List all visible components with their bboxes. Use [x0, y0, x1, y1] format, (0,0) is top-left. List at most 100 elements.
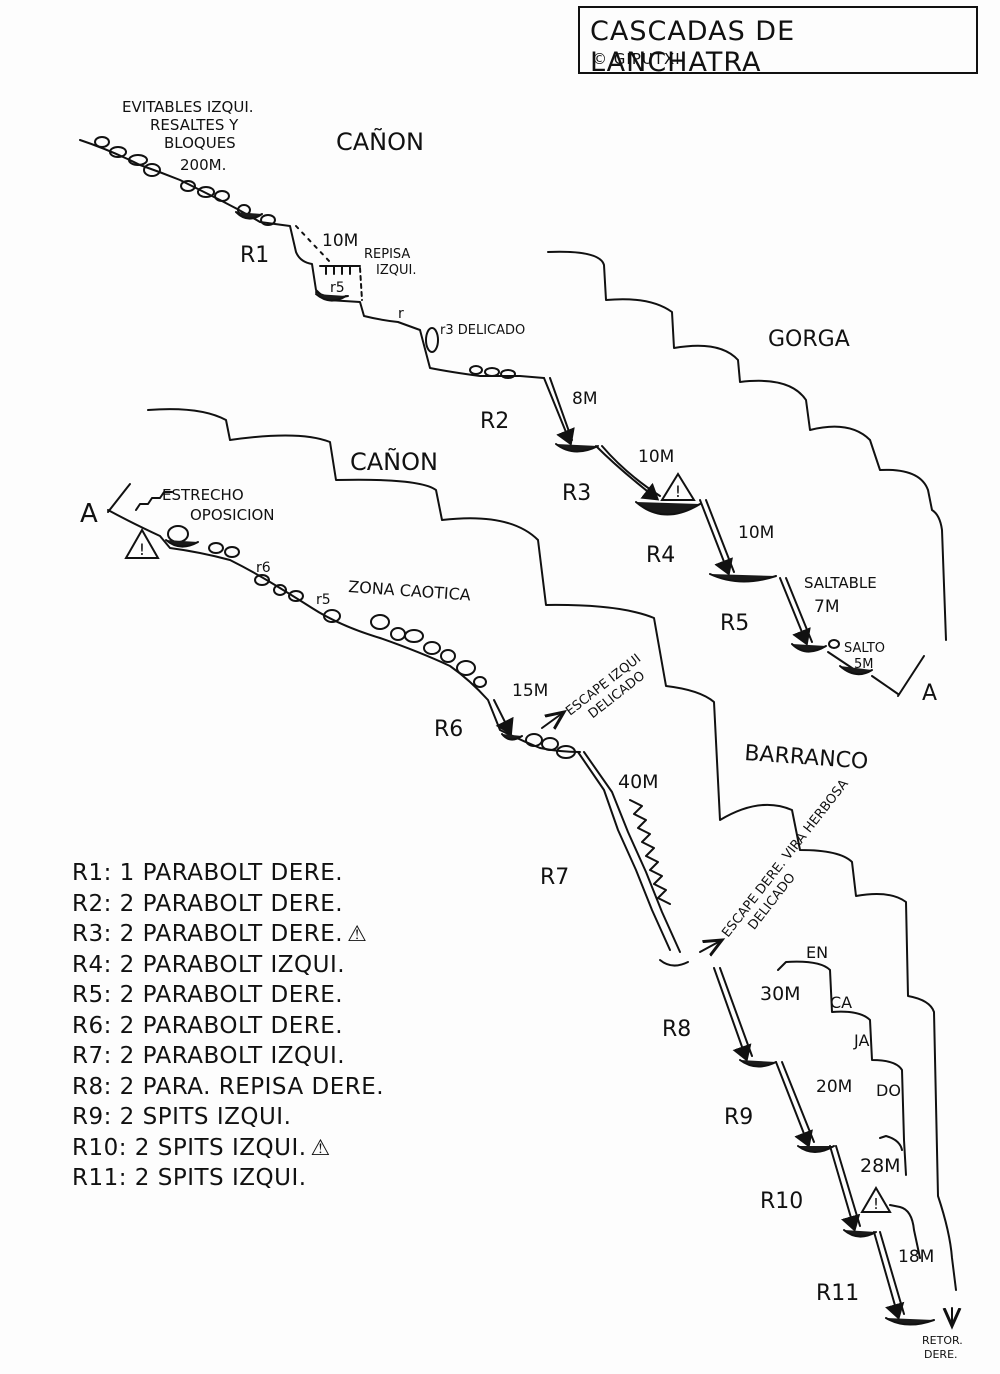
note-r5: r5	[330, 280, 345, 296]
drop-label-6: 5M	[854, 657, 874, 672]
pool-r5small	[315, 293, 347, 302]
svg-text:!: !	[675, 482, 681, 501]
repisa-ledge	[319, 265, 361, 275]
warning-icon-r3: !	[660, 472, 696, 501]
barranco-ledge	[777, 960, 907, 1176]
estrecho-stairs	[135, 491, 173, 511]
label-canon-lower: CAÑON	[350, 446, 438, 476]
barranco-ledge-bottom	[889, 1204, 921, 1259]
label-canon-upper: CAÑON	[336, 126, 424, 156]
svg-text:EVITABLES IZQUI.: EVITABLES IZQUI.	[122, 98, 254, 116]
svg-text:OPOSICION: OPOSICION	[190, 506, 275, 524]
note-estrecho: ESTRECHO OPOSICION	[162, 486, 275, 524]
connector-a-right: A	[922, 681, 937, 706]
legend-row-r4: R4: 2 PARABOLT IZQUI.	[72, 951, 346, 978]
note-retor: RETOR. DERE.	[922, 1334, 963, 1361]
anchor-labels: R1 R2 R3 R4 R5 R6 R7 R8 R9 R10 R11	[240, 243, 859, 1306]
label-gorga: GORGA	[768, 327, 850, 352]
escape-dere-arrow	[699, 940, 722, 952]
drop-18m-arrow	[873, 1231, 905, 1320]
drop-8m-rope	[549, 377, 573, 441]
drop-label-4: 10M	[738, 523, 774, 543]
svg-text:JA: JA	[853, 1031, 869, 1050]
barranco-ledge-lower	[879, 1135, 903, 1151]
note-saltable: SALTABLE	[804, 574, 877, 592]
note-r: r	[398, 306, 404, 322]
anchor-r5: R5	[720, 611, 749, 636]
warning-icon-r10: !	[860, 1186, 892, 1213]
drop-r4-rope	[705, 499, 735, 573]
upper-bed	[79, 139, 545, 379]
svg-text:!: !	[139, 540, 145, 559]
label-barranco: BARRANCO	[744, 741, 869, 775]
note-r6: r6	[256, 560, 271, 576]
svg-text:RETOR.: RETOR.	[922, 1334, 963, 1347]
drop-label-2: 8M	[572, 389, 597, 409]
pool-r4	[709, 573, 777, 583]
pool-r10	[843, 1229, 877, 1238]
svg-text:EN: EN	[806, 943, 828, 962]
drop-40m-rope	[577, 751, 671, 951]
drop-label-8: 40M	[618, 771, 659, 793]
svg-text:200M.: 200M.	[180, 156, 226, 174]
pool-salto	[839, 665, 873, 676]
pool-estrecho	[165, 539, 199, 548]
svg-text:BLOQUES: BLOQUES	[164, 134, 236, 152]
connector-a-upper	[897, 655, 925, 697]
repisa-line	[359, 267, 363, 301]
pool-r1	[235, 211, 263, 220]
note-r3-delicado: r3 DELICADO	[440, 323, 525, 338]
drop-18m-rope	[879, 1231, 905, 1315]
legend-row-r7: R7: 2 PARABOLT IZQUI.	[72, 1043, 346, 1069]
anchor-r11: R11	[816, 1281, 859, 1306]
warning-icon: ⚠	[310, 1135, 331, 1161]
note-escape-izqui: ESCAPE IZQUI DELICADO	[563, 651, 648, 722]
svg-text:CA: CA	[830, 993, 852, 1012]
title-box: CASCADAS DE LANCHATRA © GIPUTXI	[578, 6, 978, 78]
note-zona-caotica: ZONA CAOTICA	[348, 577, 472, 605]
drop-label-12: 18M	[898, 1247, 934, 1267]
note-salto: SALTO	[844, 641, 885, 656]
warning-icon-estrecho: !	[124, 527, 160, 559]
drop-r5-rope	[785, 577, 813, 643]
drop-label-1: 10M	[322, 231, 358, 251]
anchor-r10: R10	[760, 1189, 803, 1214]
canon-wall	[147, 408, 957, 1291]
drop-30m-rope	[719, 967, 753, 1057]
drop-r4-arrow	[699, 499, 733, 576]
pool-r3	[635, 501, 701, 516]
drop-r3-rope	[601, 445, 661, 497]
svg-text:RESALTES Y: RESALTES Y	[150, 116, 239, 134]
note-encajado: EN CA JA DO	[806, 943, 901, 1100]
salto-boulder	[828, 639, 840, 649]
legend-row-r3: R3: 2 PARABOLT DERE.⚠	[72, 921, 368, 947]
drop-label-3: 10M	[638, 447, 674, 467]
drop-10m-line	[295, 225, 331, 263]
svg-text:!: !	[873, 1195, 879, 1213]
drop-r5-arrow	[779, 577, 811, 646]
drop-label-7: 15M	[512, 681, 548, 701]
pool-r8	[739, 1059, 777, 1068]
drop-label-11: 28M	[860, 1155, 901, 1177]
legend-row-r8: R8: 2 PARA. REPISA DERE.	[72, 1073, 385, 1100]
anchor-r6: R6	[434, 717, 463, 742]
escape-izqui-arrow	[541, 712, 564, 728]
legend-row-r1: R1: 1 PARABOLT DERE.	[72, 860, 344, 886]
drop-28m-arrow	[829, 1145, 861, 1232]
legend-row-r5: R5: 2 PARABOLT DERE.	[72, 982, 344, 1008]
note-evitables: EVITABLES IZQUI. RESALTES Y BLOQUES 200M…	[122, 98, 254, 174]
warning-icon: ⚠	[347, 922, 368, 947]
pool-r6	[501, 733, 523, 741]
drop-label-9: 30M	[760, 983, 801, 1005]
drop-20m-rope	[781, 1061, 815, 1143]
connector-a-left: A	[80, 499, 98, 529]
waterfall-zigzag	[629, 799, 671, 905]
anchor-legend: R1: 1 PARABOLT DERE. R2: 2 PARABOLT DERE…	[72, 858, 492, 1194]
pool-r2	[555, 443, 599, 453]
pool-r7	[659, 959, 689, 967]
r3-pothole	[425, 327, 439, 353]
drop-40m-rope-2	[583, 751, 681, 953]
pool-r9	[797, 1145, 835, 1153]
drop-r3-arrow	[595, 445, 660, 501]
